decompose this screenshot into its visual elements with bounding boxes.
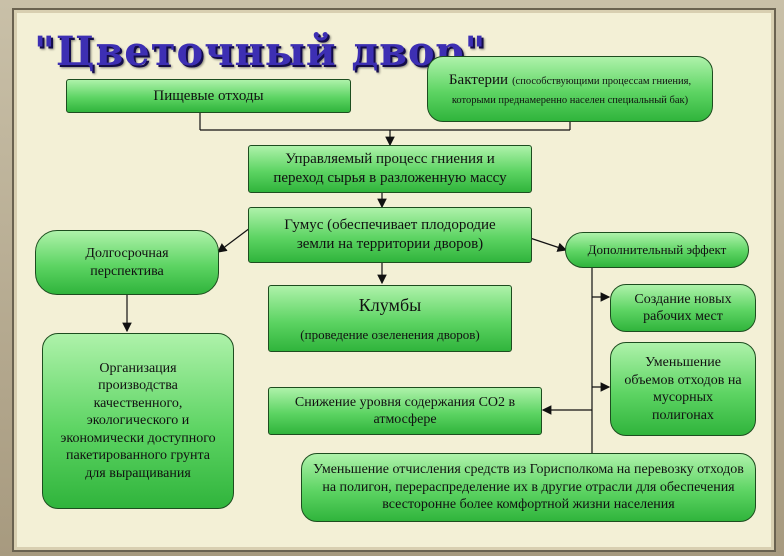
- process-line1: Управляемый процесс гниения и: [285, 151, 495, 168]
- humus-line1: Гумус (обеспечивает плодородие: [284, 217, 496, 234]
- box-extra-effect: Дополнительный эффект: [565, 232, 749, 268]
- box-bacteria: Бактерии (способствующими процессам гние…: [427, 56, 713, 122]
- box-co2: Снижение уровня содержания СО2 в атмосфе…: [268, 387, 542, 435]
- flowerbeds-note: (проведение озеленения дворов): [300, 326, 480, 342]
- extra-effect-text: Дополнительный эффект: [587, 241, 727, 257]
- page-title: "Цветочный двор": [34, 28, 487, 75]
- flowerbeds-text: Клумбы: [358, 295, 422, 316]
- box-budget: Уменьшение отчисления средств из Гориспо…: [301, 453, 756, 522]
- box-new-jobs: Создание новых рабочих мест: [610, 284, 756, 332]
- box-organization: Организация производства качественного, …: [42, 333, 234, 509]
- bacteria-note-text: (способствующими процессам гниения, кото…: [451, 75, 692, 106]
- box-food-waste: Пищевые отходы: [66, 79, 351, 113]
- arrow-humus-extra: [529, 237, 568, 252]
- bacteria-main-text: Бактерии: [448, 71, 509, 88]
- box-humus: Гумус (обеспечивает плодородие земли на …: [248, 207, 532, 263]
- box-flowerbeds: Клумбы (проведение озеленения дворов): [268, 285, 512, 352]
- co2-text: Снижение уровня содержания СО2 в атмосфе…: [294, 394, 516, 428]
- process-line2: переход сырья в разложенную массу: [273, 170, 507, 186]
- box-long-term: Долгосрочная перспектива: [35, 230, 219, 295]
- new-jobs-text: Создание новых рабочих мест: [634, 291, 732, 325]
- long-term-text: Долгосрочная перспектива: [85, 246, 169, 279]
- humus-line2: земли на территории дворов): [296, 236, 484, 252]
- reduce-waste-text: Уменьшение объемов отходов на мусорных п…: [624, 355, 742, 423]
- box-process: Управляемый процесс гниения и переход сы…: [248, 145, 532, 193]
- organization-text: Организация производства качественного, …: [60, 360, 216, 481]
- arrow-humus-longterm: [217, 227, 251, 253]
- budget-text: Уменьшение отчисления средств из Гориспо…: [313, 462, 744, 513]
- food-waste-text: Пищевые отходы: [153, 87, 264, 104]
- box-reduce-waste: Уменьшение объемов отходов на мусорных п…: [610, 342, 756, 436]
